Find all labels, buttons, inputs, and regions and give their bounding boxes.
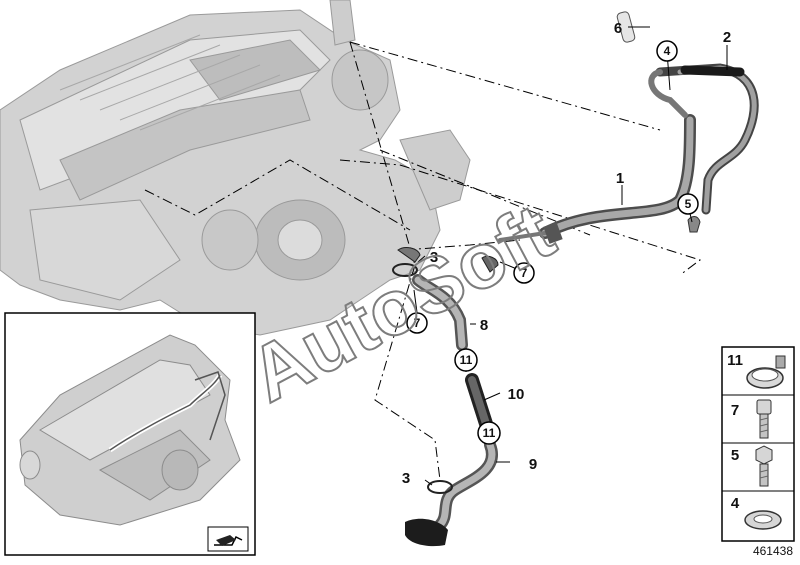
callout-1: 1 [616, 170, 624, 187]
callout-2: 2 [723, 29, 731, 46]
inset-thumbnail [4, 312, 256, 556]
bolt-icon [756, 399, 772, 439]
banjo-bolt-icon [755, 445, 773, 487]
callout-8: 8 [480, 317, 488, 334]
circled-5: 5 [685, 197, 692, 211]
sealing-ring-icon [744, 510, 782, 530]
circled-4: 4 [664, 44, 671, 58]
oil-return-line [412, 274, 498, 531]
pipe-fitting [543, 222, 563, 244]
hose-clamp-icon [746, 355, 786, 389]
circled-7-right: 7 [521, 266, 528, 280]
circled-callouts: 4 5 7 7 11 11 [406, 40, 699, 445]
gasket-lower [427, 480, 453, 494]
return-flange [405, 518, 448, 547]
gasket-fitting [397, 247, 421, 263]
parts-legend: 11 7 5 4 [721, 346, 795, 542]
oil-pipe-plug [616, 11, 636, 43]
legend-label-7: 7 [731, 402, 739, 419]
callout-10: 10 [508, 386, 525, 403]
gasket-upper [392, 263, 418, 277]
oil-feed-line [498, 63, 759, 242]
legend-label-4: 4 [731, 495, 740, 512]
callout-3-lower: 3 [402, 470, 410, 487]
reference-lines [144, 41, 702, 481]
callout-9: 9 [529, 456, 537, 473]
circled-11-lower: 11 [483, 426, 496, 440]
circled-11-upper: 11 [460, 353, 473, 367]
legend-label-11: 11 [727, 352, 743, 369]
engine-illustration [0, 0, 471, 336]
callout-3-upper: 3 [430, 249, 438, 266]
diagram-number: 461438 [753, 544, 793, 558]
circled-7-left: 7 [414, 316, 421, 330]
legend-label-5: 5 [731, 447, 739, 464]
bolt-fitting-upper [481, 255, 499, 273]
callout-6: 6 [614, 20, 622, 37]
wedge-icon [216, 535, 236, 546]
banjo-fitting [687, 216, 701, 233]
